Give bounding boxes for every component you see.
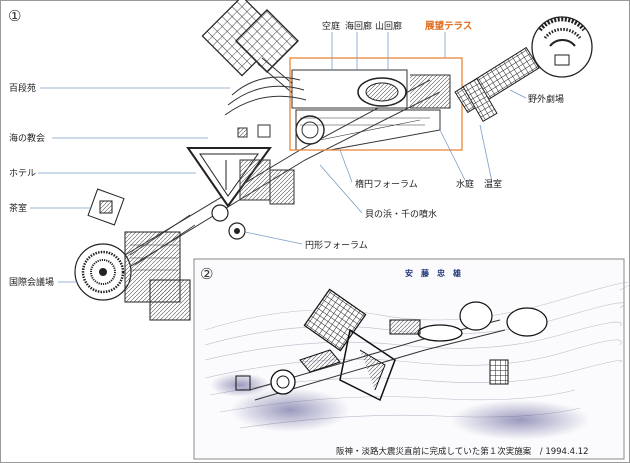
enkei-forum-plan — [228, 222, 246, 240]
yagai-gekijo-plan — [531, 16, 593, 78]
sketch-plan — [235, 288, 548, 402]
label-umi-no-kyokai: 海の教会 — [9, 132, 45, 144]
contour-lines — [204, 281, 630, 429]
label-onshitsu: 温室 — [484, 178, 502, 190]
label-seien-forum: 楕円フォーラム — [355, 178, 418, 190]
label-chashitsu: 茶室 — [9, 202, 27, 214]
label-kai-no-hama: 貝の浜・千の噴水 — [365, 208, 437, 220]
central-complex — [291, 69, 451, 151]
panel-2-number: ② — [200, 265, 213, 283]
hotel-plan — [186, 147, 295, 222]
label-suitei: 水庭 — [456, 178, 474, 190]
label-yagai-gekijo: 野外劇場 — [528, 93, 564, 105]
label-enkei-forum: 円形フォーラム — [305, 239, 368, 251]
panel-2: ② 安 藤 忠 雄 — [193, 258, 630, 460]
panel-2-caption: 阪神・淡路大震災直前に完成していた第１次実施案 / 1994.4.12 — [336, 446, 589, 457]
label-yama-kairo: 山回廊 — [375, 20, 402, 32]
label-hyakudanen: 百段苑 — [9, 82, 36, 94]
chashitsu-plan — [87, 188, 125, 226]
panel-1-number: ① — [8, 7, 21, 25]
umi-no-kyokai-plan — [224, 76, 307, 138]
kokusai-kaigijo-plan — [74, 231, 191, 321]
label-tenbo-terrace: 展望テラス — [425, 20, 472, 32]
panel-1: ① — [8, 0, 593, 321]
label-hotel: ホテル — [9, 168, 36, 179]
architect-name: 安 藤 忠 雄 — [405, 268, 461, 278]
label-umi-kairo: 海回廊 — [345, 20, 372, 32]
leader-lines — [30, 32, 527, 283]
label-kokusai-kaigijo: 国際会議場 — [9, 276, 54, 288]
label-sora-niwa: 空庭 — [322, 20, 340, 32]
